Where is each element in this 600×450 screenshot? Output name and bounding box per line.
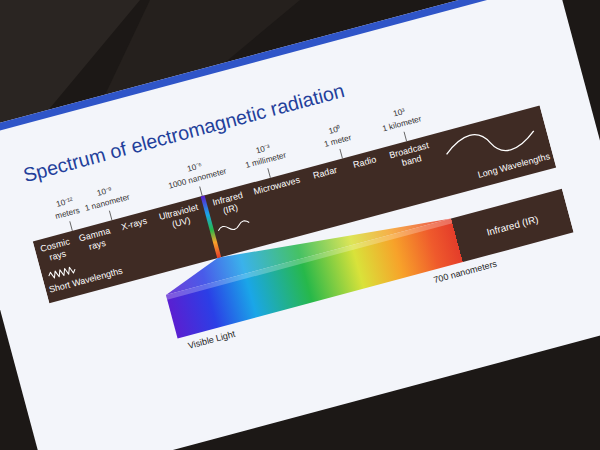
band-segment-label: Microwaves xyxy=(249,174,304,198)
band-segment-label: Cosmic rays xyxy=(36,235,76,265)
infrared-label: Infrared (IR) xyxy=(455,205,569,246)
band-segment-label: Gamma rays xyxy=(76,225,116,255)
wavelength-note: Long Wavelengths xyxy=(477,151,552,181)
visible-band-fill xyxy=(166,189,574,339)
infrared-wave xyxy=(218,220,250,234)
band-segment-label: Radar xyxy=(306,163,344,183)
scale-unit: 1 meter xyxy=(323,133,352,150)
wavelength-note: Short Wavelengths xyxy=(48,265,124,295)
band-segment-label: Ultraviolet (UV) xyxy=(155,201,205,234)
band-segment-label: X-rays xyxy=(115,214,153,234)
band-top-face xyxy=(166,218,452,299)
band-segment-label: Broadcast band xyxy=(385,139,435,172)
band-segment-label: Radio xyxy=(346,152,384,172)
band-segment-label: Infrared (IR) xyxy=(208,189,250,220)
